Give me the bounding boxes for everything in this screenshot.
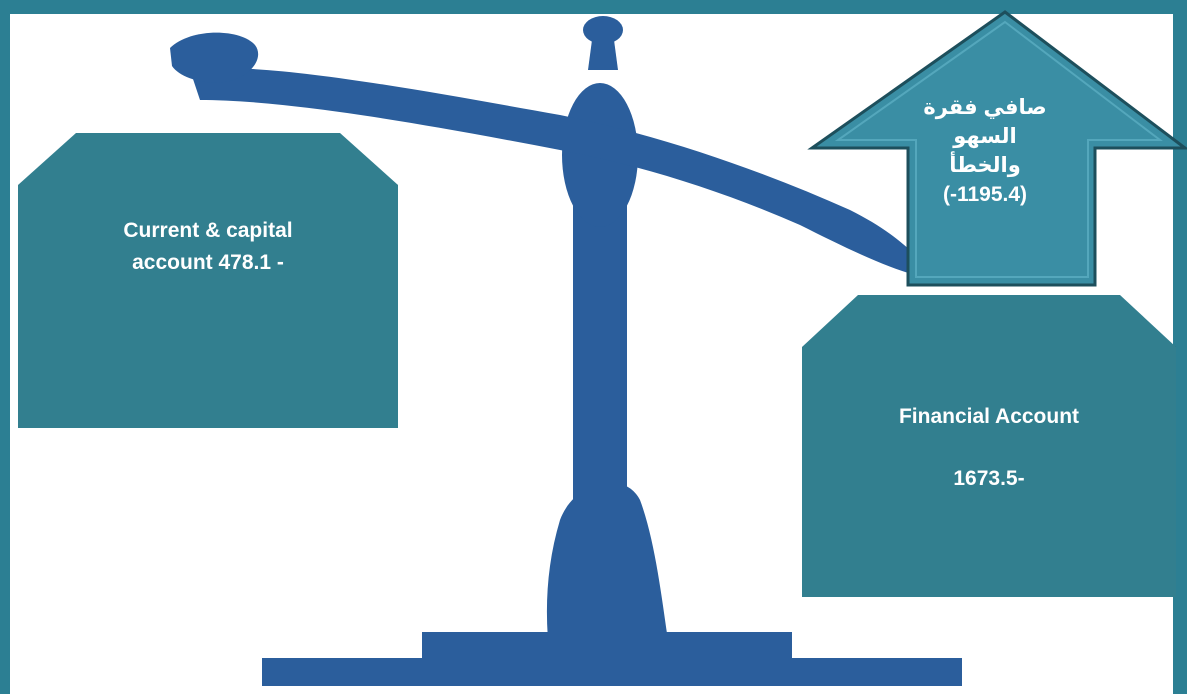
scale-base [262,658,962,686]
current-capital-account-label: Current & capital account 478.1 - [68,215,348,279]
scale-beam-curl [170,32,259,83]
arrow-text-line1: صافي فقرة [923,96,1047,119]
current-capital-label-line2: account 478.1 - [132,251,284,274]
financial-account-box: Financial Account 1673.5- [802,295,1176,597]
current-capital-label-line1: Current & capital [123,219,293,242]
scale-pillar [573,195,627,525]
arrow-value: (-1195.4) [942,183,1028,206]
net-errors-omissions-label: صافي فقرة السهو والخطأ (-1195.4) [905,93,1065,209]
current-capital-account-box: Current & capital account 478.1 - [18,133,398,428]
arrow-text-line3: والخطأ [949,154,1021,177]
scale-beam [190,68,915,275]
scale-finial-knob [583,16,623,44]
financial-account-title: Financial Account [898,405,1080,428]
financial-account-value: 1673.5- [953,467,1025,490]
up-arrow [807,10,1187,287]
scale-finial-neck [588,40,618,70]
arrow-text-line2: السهو [953,125,1017,148]
